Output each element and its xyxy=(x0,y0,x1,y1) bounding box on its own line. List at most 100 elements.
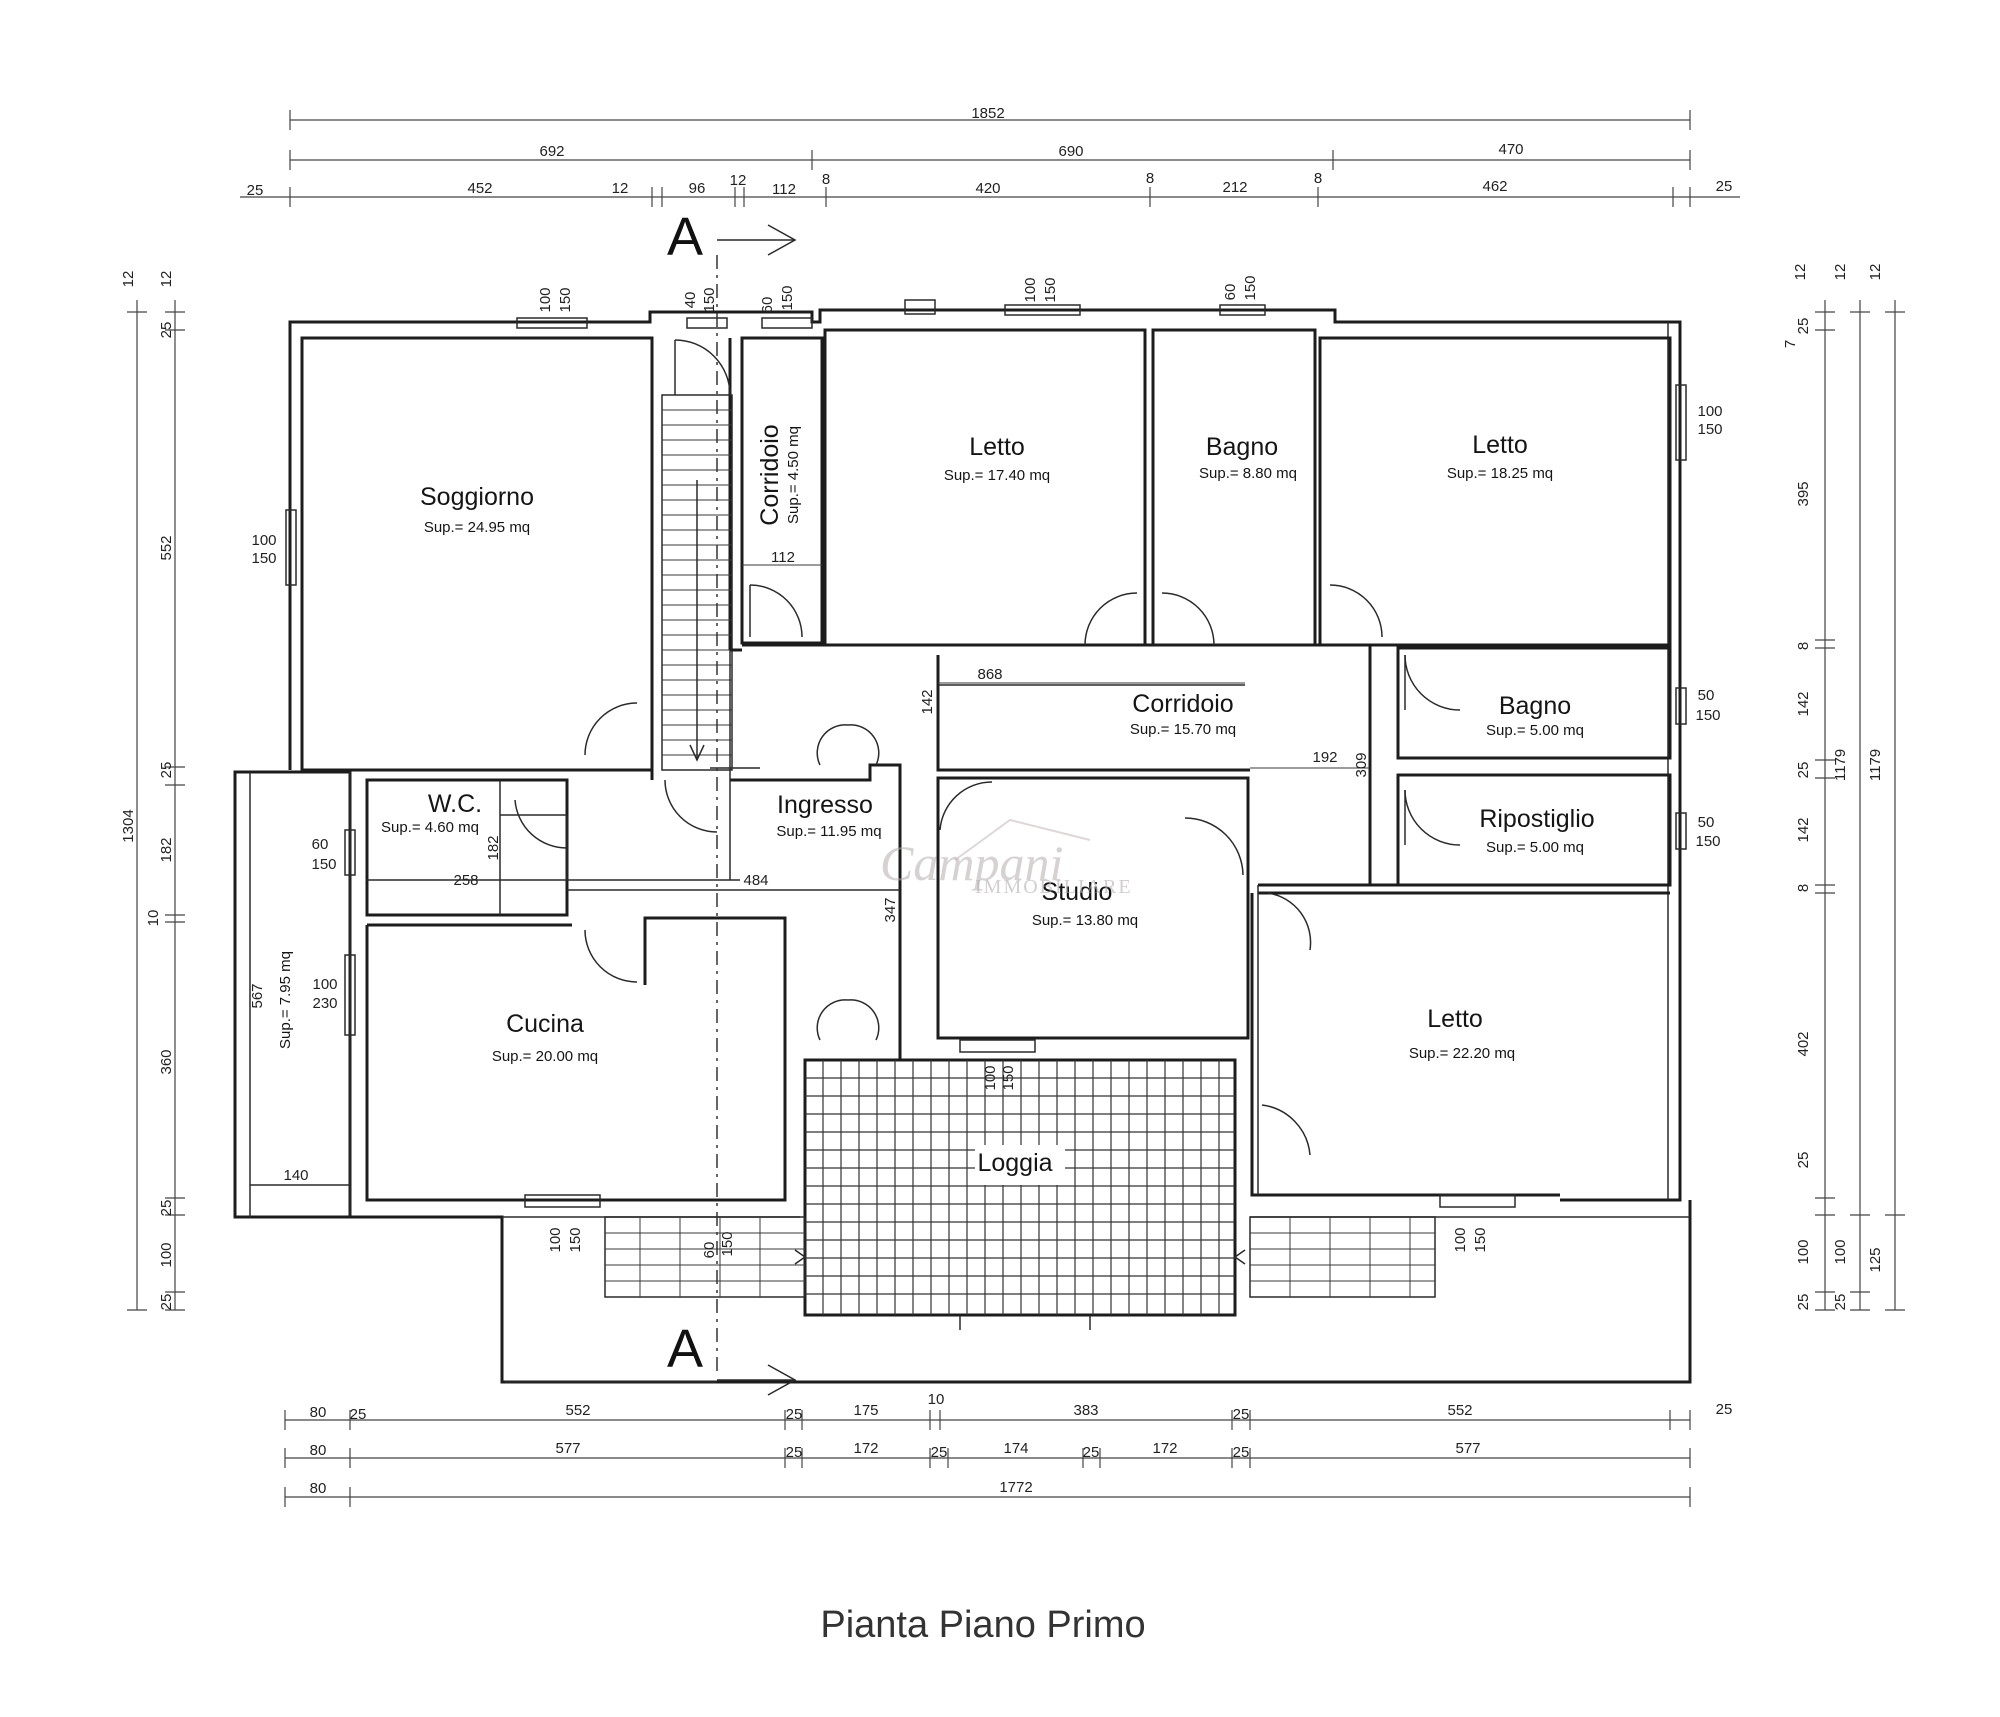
dim-right-in-9: 402 xyxy=(1795,1031,1812,1056)
dimensions-bottom: 80 25 552 25 175 10 383 25 552 25 80 577… xyxy=(284,1391,1732,1507)
dim-right-in-0: 12 xyxy=(1792,264,1809,281)
dim-bot-1-7: 25 xyxy=(1233,1406,1250,1423)
dim-bot-1-3: 25 xyxy=(786,1406,803,1423)
room-corridoio-v-area: Sup.= 4.50 mq xyxy=(785,426,802,524)
dim-bot-1-5: 10 xyxy=(928,1391,945,1408)
watermark-brand: Campani xyxy=(880,835,1063,891)
building-walls xyxy=(233,308,1692,1384)
room-studio-name: Studio xyxy=(1042,878,1113,906)
dim-left-in-0: 12 xyxy=(158,271,175,288)
win-letto1-top-w: 100 xyxy=(1022,277,1039,302)
dim-bot-1-4: 175 xyxy=(853,1402,878,1419)
room-soggiorno-name: Soggiorno xyxy=(420,483,534,511)
dim-bot-1-6: 383 xyxy=(1073,1402,1098,1419)
win-cucina-b-h: 150 xyxy=(567,1227,584,1252)
dim-right-in-8: 8 xyxy=(1795,884,1812,892)
dim-bot-1-1: 25 xyxy=(350,1406,367,1423)
dim-left-in-1: 25 xyxy=(158,322,175,339)
dim-right-out-2: 125 xyxy=(1867,1247,1884,1272)
dim-right-out-0: 12 xyxy=(1867,264,1884,281)
dim-bot-2-2: 25 xyxy=(786,1444,803,1461)
dim-bot-2-0: 80 xyxy=(310,1442,327,1459)
doors xyxy=(514,339,1461,1156)
windows xyxy=(285,299,1687,1208)
dim-right-in-3: 395 xyxy=(1795,481,1812,506)
dim-right-in-1: 7 xyxy=(1782,340,1799,348)
room-corridoio-v-name: Corridoio xyxy=(756,424,784,525)
dim-right-in-6: 25 xyxy=(1795,762,1812,779)
internal-dimensions: 112 868 142 192 309 182 258 484 347 567 … xyxy=(249,549,1370,1184)
page-title: Pianta Piano Primo xyxy=(820,1604,1145,1646)
dim-right-in-4: 8 xyxy=(1795,642,1812,650)
idim-142: 142 xyxy=(919,689,936,714)
win-rip-h: 150 xyxy=(1695,833,1720,850)
room-letto-1-area: Sup.= 17.40 mq xyxy=(944,467,1050,484)
win-bagno1-top-w: 60 xyxy=(1222,284,1239,301)
room-labels: Soggiorno Sup.= 24.95 mq Corridoio Sup.=… xyxy=(277,424,1595,1177)
win-sogg-top-h: 150 xyxy=(557,287,574,312)
dim-left-in-8: 100 xyxy=(158,1242,175,1267)
section-marker-top: A xyxy=(667,207,703,267)
dim-right-mid-1: 1179 xyxy=(1832,749,1849,781)
room-cucina-name: Cucina xyxy=(506,1010,584,1038)
dim-top-3-4: 12 xyxy=(730,172,747,189)
room-cucina-area: Sup.= 20.00 mq xyxy=(492,1048,598,1065)
win-studio-h: 150 xyxy=(1000,1065,1017,1090)
dim-top-3-0: 25 xyxy=(247,182,264,199)
room-bagno-2-name: Bagno xyxy=(1499,692,1571,720)
dim-right-mid-2: 100 xyxy=(1832,1239,1849,1264)
dim-bot-2-6: 25 xyxy=(1083,1444,1100,1461)
dim-left-in-7: 25 xyxy=(158,1200,175,1217)
room-letto-1-name: Letto xyxy=(969,433,1025,461)
idim-182: 182 xyxy=(485,835,502,860)
section-marker-bottom: A xyxy=(667,1319,703,1379)
win-cucina-w: 100 xyxy=(312,976,337,993)
dimensions-right: 12 7 25 395 8 142 25 142 8 402 25 100 25… xyxy=(1782,264,1905,1311)
win-letto2-h: 150 xyxy=(1697,421,1722,438)
dim-bot-2-5: 174 xyxy=(1003,1440,1028,1457)
dim-left-in-2: 552 xyxy=(158,535,175,560)
win-stair-b-h: 150 xyxy=(719,1231,736,1256)
dim-top-2-a: 692 xyxy=(539,143,564,160)
win-stair-top-h: 150 xyxy=(701,287,718,312)
room-ripostiglio-area: Sup.= 5.00 mq xyxy=(1486,839,1584,856)
room-ripostiglio-name: Ripostiglio xyxy=(1479,805,1594,833)
win-wc-w: 60 xyxy=(312,836,329,853)
dim-left-in-4: 182 xyxy=(158,837,175,862)
dim-top-3-11: 462 xyxy=(1482,178,1507,195)
dim-right-mid-0: 12 xyxy=(1832,264,1849,281)
win-sogg-side-w: 100 xyxy=(251,532,276,549)
dim-top-2-c: 470 xyxy=(1498,141,1523,158)
dim-bot-3-1: 1772 xyxy=(999,1479,1032,1496)
idim-868: 868 xyxy=(977,666,1002,683)
dim-top-3-12: 25 xyxy=(1716,178,1733,195)
section-line: A A xyxy=(505,207,797,1396)
dim-left-outer-1: 1304 xyxy=(120,809,137,842)
win-stair-b-w: 60 xyxy=(701,1242,718,1259)
dimensions-left: 12 1304 12 25 552 25 182 10 360 25 100 2… xyxy=(120,271,185,1311)
outdoor-stairs xyxy=(604,1216,1436,1298)
room-soggiorno-area: Sup.= 24.95 mq xyxy=(424,519,530,536)
win-corr-top-w: 60 xyxy=(759,297,776,314)
room-loggia-name: Loggia xyxy=(977,1149,1052,1177)
staircase xyxy=(661,394,733,771)
dim-top-3-6: 8 xyxy=(822,171,830,188)
dim-bot-2-9: 577 xyxy=(1455,1440,1480,1457)
loggia-tiles xyxy=(803,1058,1237,1330)
dimensions-top: 1852 692 690 470 25 452 12 96 12 112 8 4… xyxy=(240,105,1740,207)
win-bagno1-top-h: 150 xyxy=(1242,275,1259,300)
dim-top-3-1: 452 xyxy=(467,180,492,197)
dim-top-3-8: 8 xyxy=(1146,170,1154,187)
dim-top-3-10: 8 xyxy=(1314,170,1322,187)
dim-bot-1-0: 80 xyxy=(310,1404,327,1421)
dim-left-in-5: 10 xyxy=(145,910,162,927)
win-sogg-top-w: 100 xyxy=(537,287,554,312)
room-wc-area: Sup.= 4.60 mq xyxy=(381,819,479,836)
dim-right-in-2: 25 xyxy=(1795,318,1812,335)
window-labels: 100 150 40 150 60 150 100 150 60 150 100… xyxy=(251,275,1722,1258)
dim-top-3-2: 12 xyxy=(612,180,629,197)
dim-top-3-3: 96 xyxy=(689,180,706,197)
room-letto-2-name: Letto xyxy=(1472,431,1528,459)
win-letto3-h: 150 xyxy=(1472,1227,1489,1252)
